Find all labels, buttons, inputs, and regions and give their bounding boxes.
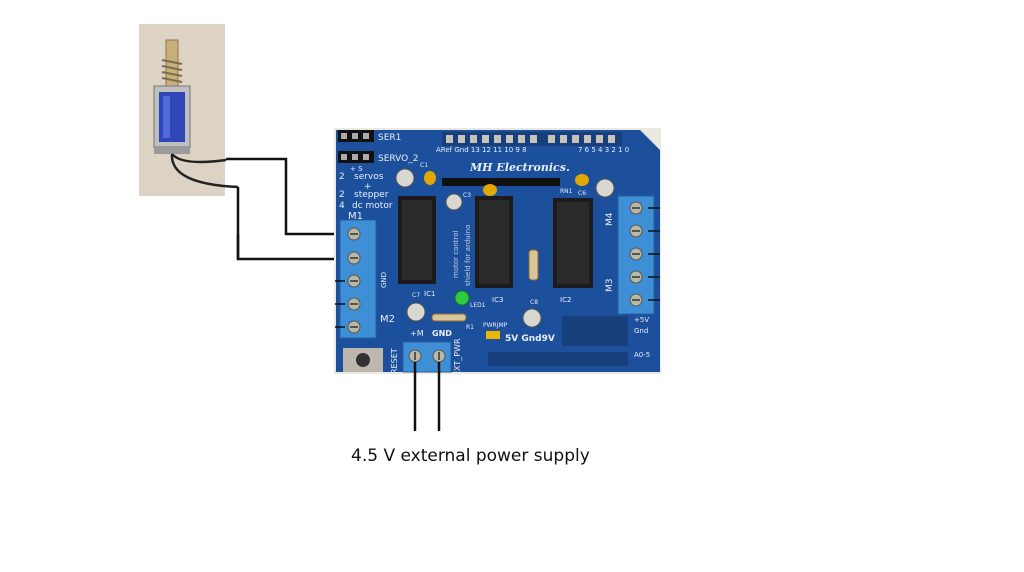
plus-s-label: + S [350,165,363,173]
gnd-right-label: Gnd [634,327,648,335]
rn1-label: RN1 [560,188,573,195]
m3-label: M3 [605,279,615,293]
m1-label: M1 [348,211,363,222]
stepper-word: stepper [354,190,389,200]
plus-m-label: +M [410,329,424,338]
ic1-chip [398,196,436,284]
m4-label: M4 [605,212,615,226]
ic2-label: IC2 [560,296,571,304]
power-gnd-label: GND [432,329,452,338]
terminal-m3-m4 [617,195,655,315]
c3-label: C3 [463,192,471,199]
ser1-label: SER1 [378,133,401,143]
pwrjmp-label: PWRJMP [483,322,508,329]
ext-pwr-label: EXT_PWR [453,338,462,376]
ic3-label: IC3 [492,296,503,304]
r1-label: R1 [466,324,474,331]
m2-label: M2 [380,314,395,325]
solenoid-wires [226,157,353,261]
c7-label: C7 [412,292,420,299]
servo-count: 2 [339,172,345,182]
c8-label: C8 [530,299,538,306]
power-supply-wires [413,362,441,431]
digital-label: ARef Gnd 13 12 11 10 9 8 [436,146,527,154]
c6-label: C6 [578,190,586,197]
dc-motor-word: dc motor [352,201,393,211]
ic1-label: IC1 [424,290,435,298]
pcb-note-1: motor control [452,230,460,278]
pcb-note-2: shield for arduino [464,225,472,286]
digital-label-2: 7 6 5 4 3 2 1 0 [578,146,629,154]
led1-label: LED1 [470,302,486,309]
stepper-count: 2 [339,190,345,200]
voltage-label: 5V Gnd9V [505,334,555,344]
plus-sign: + [364,182,372,192]
ic3-chip [475,196,513,288]
power-supply-caption: 4.5 V external power supply [351,446,590,466]
servos-word: servos [354,172,384,182]
solenoid-photo [139,24,239,196]
terminal-m1-m2 [339,219,377,339]
digital-header [442,132,622,146]
ic2-chip [553,198,593,288]
a0-5-label: A0-5 [634,351,650,359]
brand-label: MH Electronics. [469,161,570,174]
terminal-ext-power [402,341,452,373]
plus5v-label: +5V [634,316,649,324]
c1-label: C1 [420,162,428,169]
motor-shield-board: ARef Gnd 13 12 11 10 9 8 7 6 5 4 3 2 1 0… [334,128,661,376]
gnd-vertical-label: GND [380,272,388,288]
dc-count: 4 [339,201,345,211]
reset-label: RESET [390,348,399,374]
servo2-label: SERVO_2 [378,154,418,164]
